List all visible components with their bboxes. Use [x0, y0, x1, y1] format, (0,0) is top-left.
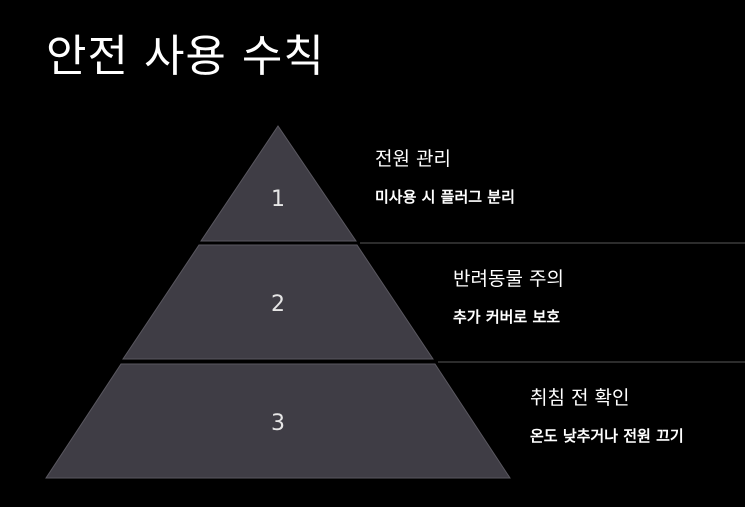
tier-2-description: 추가 커버로 보호: [453, 308, 561, 326]
pyramid-tier-2: [122, 244, 434, 360]
slide-title: 안전 사용 수칙: [46, 31, 325, 82]
tier-3-label: 취침 전 확인 온도 낮추거나 전원 끄기: [530, 385, 684, 447]
tier-1-heading: 전원 관리: [375, 148, 451, 170]
tier-3-description: 온도 낮추거나 전원 끄기: [530, 427, 684, 445]
tier-3-number: 3: [271, 411, 285, 436]
pyramid-tier-1: [200, 125, 357, 242]
pyramid-tier-3: [45, 363, 511, 479]
tier-2-number: 2: [271, 292, 285, 317]
tier-2-label: 반려동물 주의 추가 커버로 보호: [453, 266, 564, 328]
tier-1-label: 전원 관리 미사용 시 플러그 분리: [375, 146, 515, 208]
tier-1-number: 1: [271, 187, 285, 212]
tier-3-heading: 취침 전 확인: [530, 387, 630, 409]
tier-2-heading: 반려동물 주의: [453, 268, 564, 290]
tier-1-description: 미사용 시 플러그 분리: [375, 188, 515, 206]
